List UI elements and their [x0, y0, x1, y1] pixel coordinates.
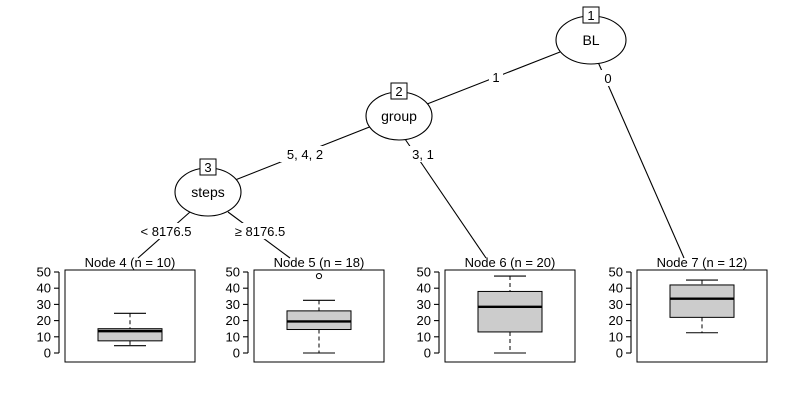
node-7-panel: [636, 269, 768, 363]
edge-label-1-2: 1: [492, 70, 499, 85]
outlier-point: [315, 272, 323, 280]
y-tick-label: 30: [37, 297, 51, 312]
inner-node-2: group 2: [365, 82, 433, 141]
node-3-label: steps: [191, 184, 224, 200]
y-tick-label: 10: [417, 329, 431, 344]
node-6-boxplot: [477, 275, 543, 354]
y-tick-label: 50: [417, 265, 431, 280]
node-4-title: Node 4 (n = 10): [85, 255, 176, 270]
node-6-panel: [444, 269, 576, 363]
edge-1-7: [597, 61, 685, 259]
edge-labels: 1 0 5, 4, 2 3, 1 < 8176.5 ≥ 8176.5: [138, 69, 615, 239]
node-4-panel: [64, 269, 196, 363]
node-7-boxplot: [669, 279, 735, 334]
y-tick-label: 10: [37, 329, 51, 344]
y-tick-label: 0: [44, 346, 51, 361]
node-5-title: Node 5 (n = 18): [274, 255, 365, 270]
inner-node-3: steps 3: [174, 158, 242, 217]
y-tick-label: 40: [226, 281, 240, 296]
y-tick-label: 30: [609, 297, 623, 312]
edge-label-3-5: ≥ 8176.5: [235, 224, 286, 239]
y-tick-label: 40: [37, 281, 51, 296]
iqr-box: [286, 310, 352, 331]
y-tick-label: 40: [417, 281, 431, 296]
node-5-panel: [253, 269, 385, 363]
y-tick-label: 50: [37, 265, 51, 280]
node-2-id: 2: [395, 84, 402, 99]
node-4-boxplot: [97, 312, 163, 347]
y-tick-label: 20: [37, 313, 51, 328]
y-tick-label: 20: [226, 313, 240, 328]
y-tick-label: 10: [609, 329, 623, 344]
node-7-title: Node 7 (n = 12): [657, 255, 748, 270]
edge-label-3-4: < 8176.5: [141, 224, 192, 239]
y-tick-label: 0: [616, 346, 623, 361]
y-tick-label: 30: [226, 297, 240, 312]
y-tick-label: 20: [417, 313, 431, 328]
y-tick-label: 0: [424, 346, 431, 361]
y-tick-label: 0: [233, 346, 240, 361]
node-1-label: BL: [582, 32, 599, 48]
node-3-id: 3: [204, 160, 211, 175]
y-tick-label: 50: [226, 265, 240, 280]
y-tick-label: 30: [417, 297, 431, 312]
edge-label-2-3: 5, 4, 2: [287, 147, 323, 162]
inner-node-1: BL 1: [555, 6, 627, 65]
node-6-title: Node 6 (n = 20): [465, 255, 556, 270]
node-2-label: group: [381, 108, 417, 124]
iqr-box: [477, 290, 543, 333]
node-5-boxplot: [286, 272, 352, 354]
iqr-box: [669, 284, 735, 318]
y-tick-label: 10: [226, 329, 240, 344]
node-1-id: 1: [587, 8, 594, 23]
edge-label-1-7: 0: [604, 71, 611, 86]
y-tick-label: 50: [609, 265, 623, 280]
y-tick-label: 20: [609, 313, 623, 328]
edge-label-2-6: 3, 1: [412, 147, 434, 162]
y-tick-label: 40: [609, 281, 623, 296]
